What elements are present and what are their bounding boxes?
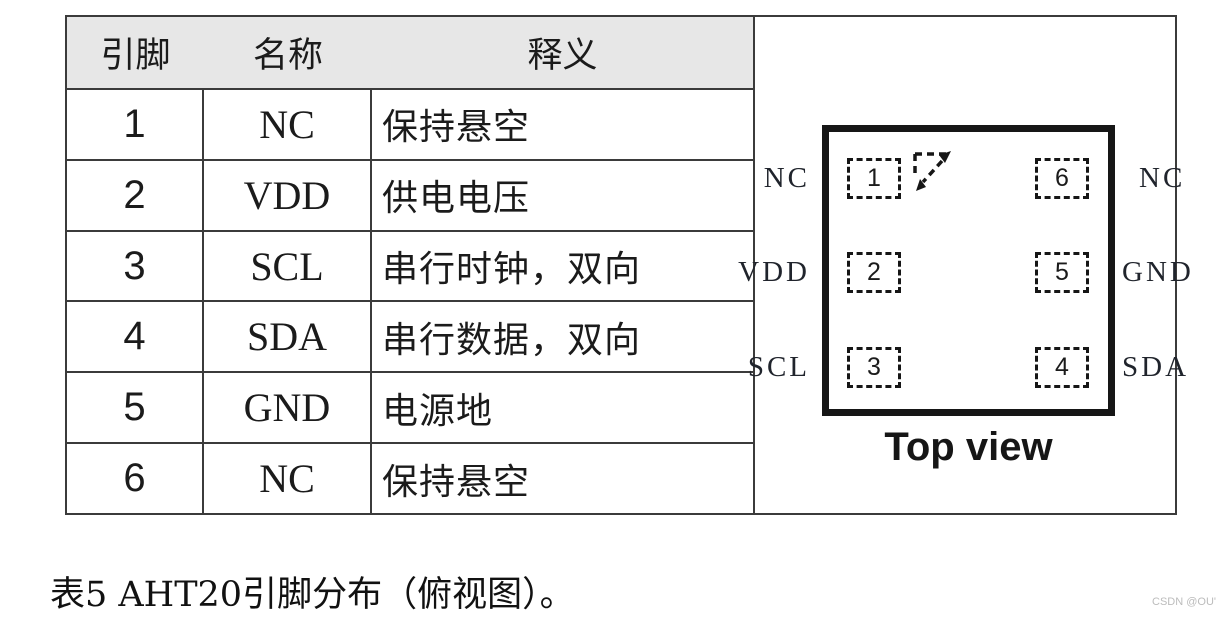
cell-desc: 电源地 — [382, 390, 494, 432]
pin-label-sda: SDA — [1122, 351, 1190, 383]
chip-outline — [822, 125, 1115, 416]
cell-desc: 串行时钟，双向 — [382, 249, 642, 291]
pin-label-scl: SCL — [747, 351, 810, 383]
cell-name: NC — [204, 444, 372, 513]
cell-desc: 供电电压 — [382, 178, 531, 220]
table-row: 4 SDA 串行数据，双向 — [67, 302, 753, 374]
pin-pad-5: 5 — [1035, 252, 1089, 293]
cell-name: GND — [204, 373, 372, 443]
cell-pin: 5 — [67, 373, 204, 443]
cell-pin: 6 — [67, 444, 204, 513]
table-row: 6 NC 保持悬空 — [67, 444, 753, 513]
table-row: 5 GND 电源地 — [67, 373, 753, 445]
pin-pad-1: 1 — [847, 158, 901, 199]
cell-name: SCL — [204, 231, 372, 301]
cell-desc: 保持悬空 — [382, 107, 531, 149]
cell-pin: 1 — [67, 90, 204, 159]
header-desc: 释义 — [527, 36, 598, 76]
cell-name: VDD — [204, 160, 372, 230]
pin-label-gnd: GND — [1122, 256, 1194, 288]
csdn-watermark: CSDN @OU' — [1152, 596, 1216, 608]
header-pin: 引脚 — [100, 36, 171, 76]
cell-pin: 2 — [67, 160, 204, 230]
pin-pad-2: 2 — [847, 252, 901, 293]
pin-label-nc-left: NC — [763, 162, 810, 194]
cell-pin: 4 — [67, 302, 204, 372]
cell-desc: 保持悬空 — [382, 461, 531, 503]
figure-caption: 表5 AHT20引脚分布（俯视图）。 — [50, 575, 575, 615]
table-row: 3 SCL 串行时钟，双向 — [67, 231, 753, 303]
cell-name: NC — [204, 90, 372, 159]
cell-pin: 3 — [67, 231, 204, 301]
pin-table: 引脚 名称 释义 1 NC 保持悬空 2 VDD 供电电压 3 SCL 串行时钟… — [67, 17, 755, 513]
table-row: 1 NC 保持悬空 — [67, 90, 753, 161]
cell-name: SDA — [204, 302, 372, 372]
table-row: 2 VDD 供电电压 — [67, 160, 753, 232]
pin-label-vdd: VDD — [738, 256, 810, 288]
pin1-triangle-icon — [913, 151, 951, 191]
table-header-row: 引脚 名称 释义 — [67, 17, 753, 90]
pin-pad-3: 3 — [847, 347, 901, 388]
pin-pad-6: 6 — [1035, 158, 1089, 199]
cell-desc: 串行数据，双向 — [382, 319, 642, 361]
header-name: 名称 — [252, 36, 323, 76]
pinout-figure: 引脚 名称 释义 1 NC 保持悬空 2 VDD 供电电压 3 SCL 串行时钟… — [65, 15, 1191, 515]
top-view-label: Top view — [884, 425, 1053, 469]
pin-pad-4: 4 — [1035, 347, 1089, 388]
pin-label-nc-right: NC — [1139, 162, 1186, 194]
